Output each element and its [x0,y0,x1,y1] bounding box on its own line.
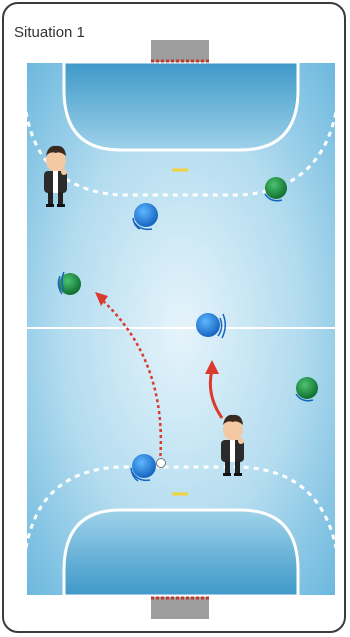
ball [157,459,166,468]
bottom-goal [151,597,209,619]
bottom-goal-area [64,510,298,596]
top-goal [151,40,209,62]
top-goal-area [64,62,298,150]
